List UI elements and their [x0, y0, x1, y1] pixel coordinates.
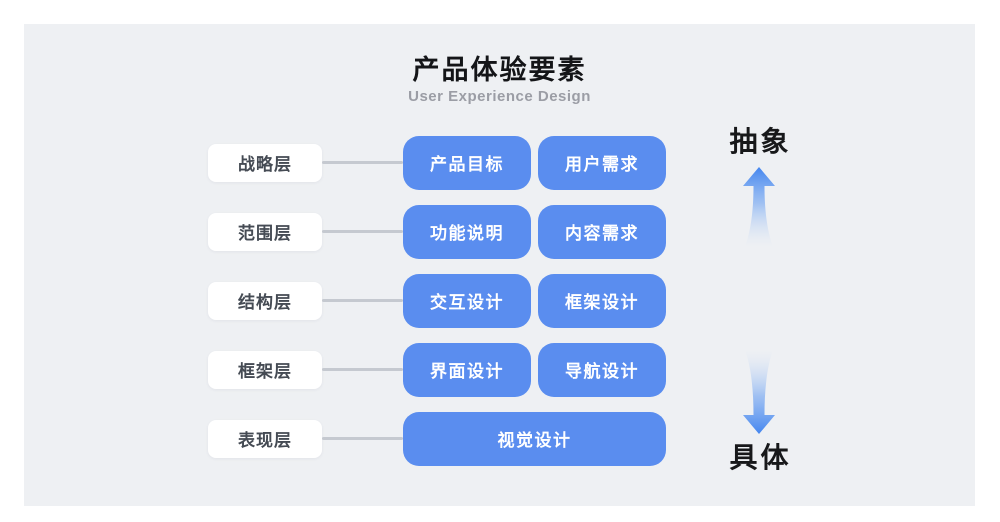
- layer-rows: 战略层 产品目标 用户需求 范围层 功能说明 内容需求 结构层 交互设计 框架设…: [208, 128, 666, 473]
- diagram-header: 产品体验要素 User Experience Design: [24, 55, 975, 105]
- element-boxes: 交互设计 框架设计: [403, 273, 666, 328]
- diagram-subtitle: User Experience Design: [408, 88, 591, 105]
- element-box: 产品目标: [403, 135, 531, 190]
- abstraction-axis: 抽象 具体: [711, 125, 807, 475]
- layer-label: 表现层: [208, 419, 322, 458]
- diagram-panel: 产品体验要素 User Experience Design 战略层 产品目标 用…: [24, 24, 975, 506]
- diagram-title: 产品体验要素: [412, 55, 587, 85]
- layer-row-strategy: 战略层 产品目标 用户需求: [208, 128, 666, 197]
- layer-label: 框架层: [208, 350, 322, 389]
- layer-row-scope: 范围层 功能说明 内容需求: [208, 197, 666, 266]
- element-box: 界面设计: [403, 342, 531, 397]
- element-box: 内容需求: [538, 204, 666, 259]
- element-boxes: 功能说明 内容需求: [403, 204, 666, 259]
- connector-line: [322, 230, 403, 233]
- up-arrow-icon: [743, 167, 775, 247]
- connector-line: [322, 368, 403, 371]
- layer-label: 结构层: [208, 281, 322, 320]
- down-arrow-icon: [743, 350, 775, 434]
- layer-label: 范围层: [208, 212, 322, 251]
- element-boxes: 产品目标 用户需求: [403, 135, 666, 190]
- connector-line: [322, 437, 403, 440]
- connector-line: [322, 299, 403, 302]
- element-box: 导航设计: [538, 342, 666, 397]
- axis-top-label: 抽象: [729, 126, 792, 157]
- element-box: 交互设计: [403, 273, 531, 328]
- layer-row-structure: 结构层 交互设计 框架设计: [208, 266, 666, 335]
- connector-line: [322, 161, 403, 164]
- element-box: 视觉设计: [403, 411, 666, 466]
- element-box: 功能说明: [403, 204, 531, 259]
- layer-row-surface: 表现层 视觉设计: [208, 404, 666, 473]
- axis-bottom-label: 具体: [729, 442, 792, 473]
- element-boxes: 视觉设计: [403, 411, 666, 466]
- element-box: 框架设计: [538, 273, 666, 328]
- layer-label: 战略层: [208, 143, 322, 182]
- layer-row-skeleton: 框架层 界面设计 导航设计: [208, 335, 666, 404]
- element-boxes: 界面设计 导航设计: [403, 342, 666, 397]
- element-box: 用户需求: [538, 135, 666, 190]
